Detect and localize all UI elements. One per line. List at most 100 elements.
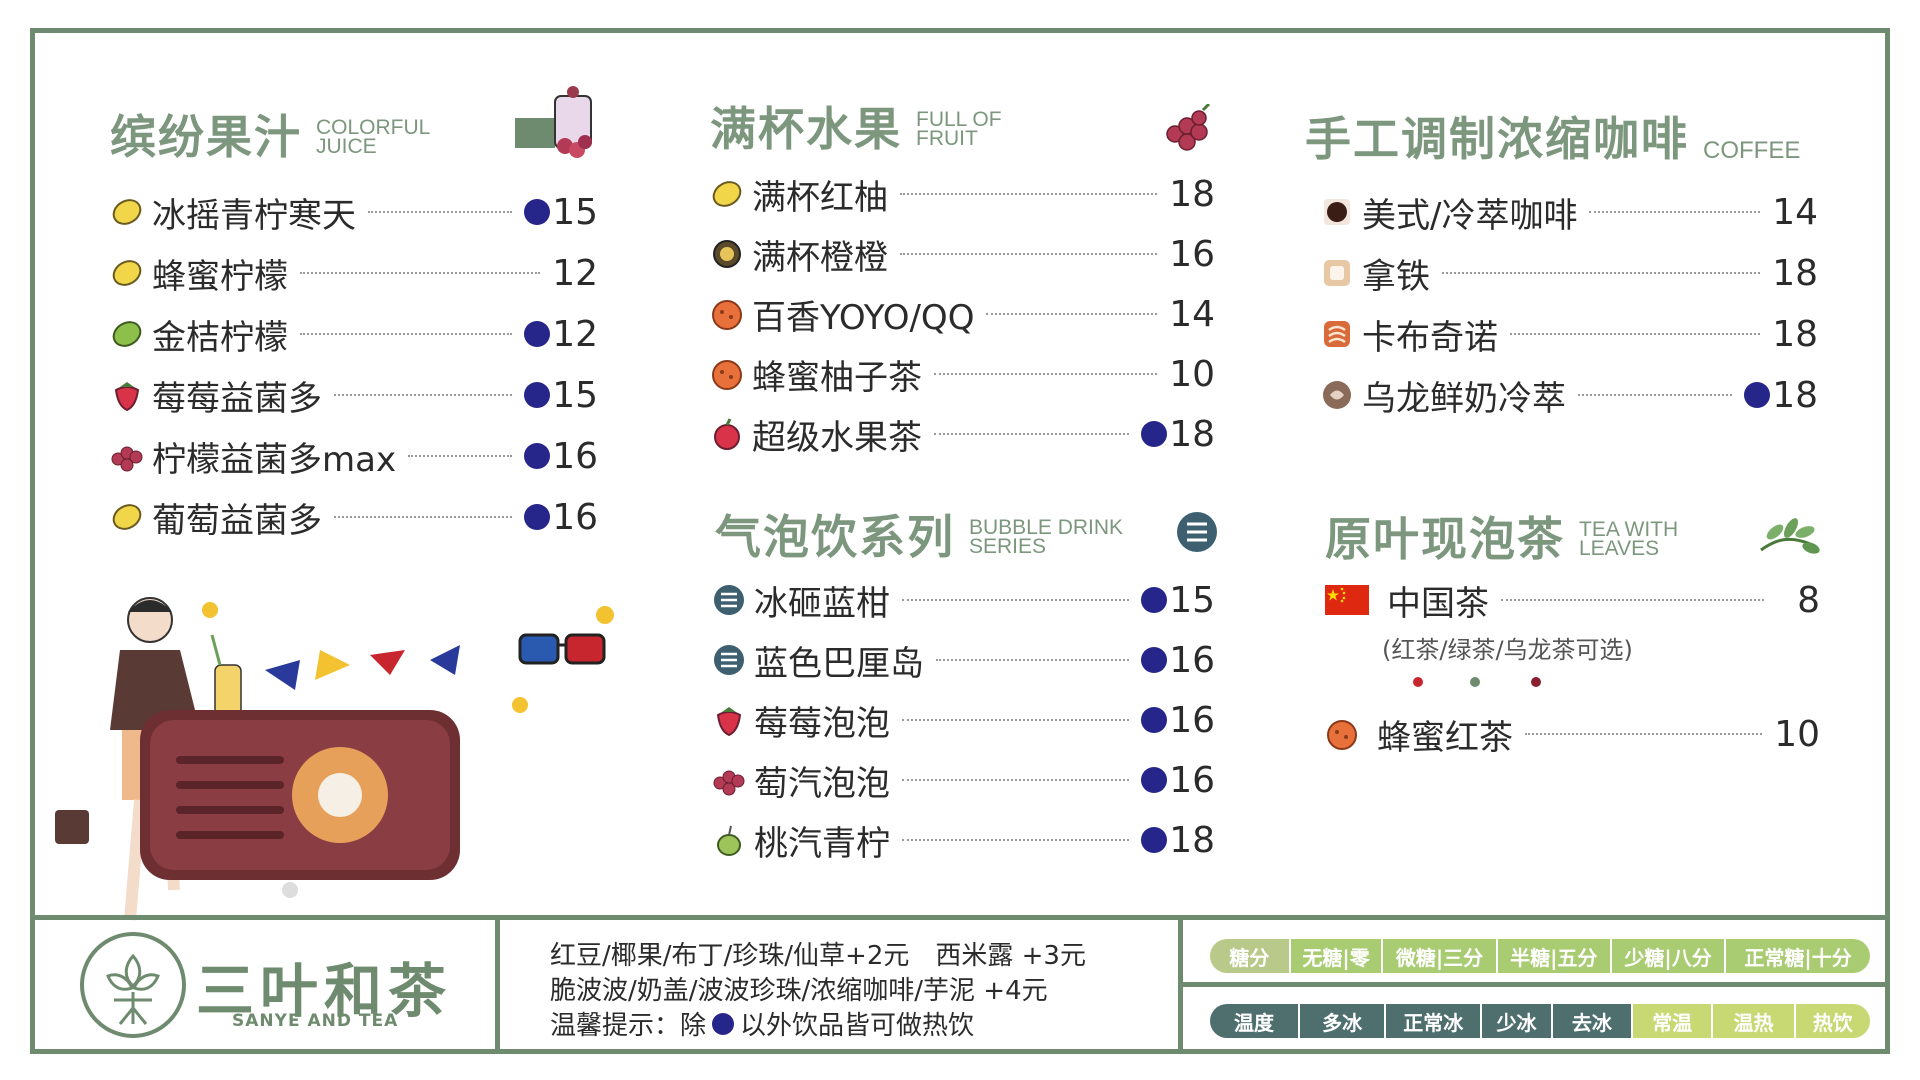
leader-dots — [936, 659, 1130, 661]
juice-cup-icon — [515, 86, 605, 168]
menu-item-name: 桃汽青柠 — [754, 823, 890, 864]
temperature-option: 少冰 — [1482, 1004, 1553, 1038]
menu-item-price: 16 — [1169, 639, 1215, 681]
section-title-en: COLORFUL JUICE — [316, 116, 431, 158]
option-dot-green — [1470, 677, 1480, 687]
option-dot-red — [1413, 677, 1423, 687]
cold-only-dot-icon — [524, 199, 551, 225]
leader-dots — [334, 516, 513, 518]
section-coffee: 手工调制浓缩咖啡 COFFEE — [1305, 92, 1800, 163]
menu-item-price: 8 — [1797, 579, 1820, 621]
leader-dots — [408, 455, 513, 457]
temperature-option: 去冰 — [1552, 1004, 1634, 1038]
menu-item-price: 16 — [552, 435, 598, 477]
section-title: 原叶现泡茶 — [1325, 512, 1565, 566]
menu-item-price: 10 — [1169, 353, 1215, 395]
cold-only-dot-icon — [1141, 647, 1168, 673]
addon-line-3: 温馨提示：除 以外饮品皆可做热饮 — [550, 1005, 974, 1042]
china-flag-icon — [1325, 585, 1369, 615]
sugar-option: 正常糖|十分 — [1726, 939, 1870, 973]
menu-item-name: 冰砸蓝柑 — [754, 583, 890, 624]
strawberry-icon — [110, 378, 144, 412]
leader-dots — [902, 839, 1130, 841]
temperature-option: 正常冰 — [1386, 1004, 1483, 1038]
menu-item: 蓝色巴厘岛 16 — [712, 638, 1215, 684]
menu-item-name: 满杯红柚 — [752, 177, 888, 218]
leader-dots — [934, 433, 1130, 435]
footer-divider — [1178, 915, 1183, 1054]
temperature-label: 温度 — [1210, 1004, 1301, 1038]
menu-item-name: 柠檬益菌多max — [152, 439, 397, 480]
menu-item: 超级水果茶 18 — [710, 412, 1215, 458]
brand-logo-icon — [80, 932, 186, 1038]
menu-item: 葡萄益菌多 16 — [110, 495, 598, 541]
menu-item-name: 卡布奇诺 — [1362, 317, 1498, 358]
section-title-en: BUBBLE DRINK SERIES — [969, 516, 1124, 558]
menu-item-name: 中国茶 — [1387, 583, 1489, 624]
coffee-icon — [1320, 195, 1354, 229]
sugar-label: 糖分 — [1210, 939, 1291, 973]
menu-item-name: 莓莓泡泡 — [754, 703, 890, 744]
latte-icon — [1320, 256, 1354, 290]
menu-item-name: 拿铁 — [1362, 256, 1430, 297]
menu-item-name: 超级水果茶 — [752, 417, 922, 458]
menu-item-price: 16 — [1169, 699, 1215, 741]
option-dot-dark-red — [1531, 677, 1541, 687]
menu-item-price: 15 — [552, 191, 598, 233]
menu-item-name: 萄汽泡泡 — [754, 763, 890, 804]
menu-item-price: 14 — [1772, 191, 1818, 233]
menu-item-price: 10 — [1774, 713, 1820, 755]
menu-item-price: 12 — [552, 252, 598, 294]
grape-icon — [1163, 102, 1213, 156]
addon-line-2: 脆波波/奶盖/波波珍珠/浓缩咖啡/芋泥 +4元 — [550, 976, 1048, 1006]
menu-item-name: 蓝色巴厘岛 — [754, 643, 924, 684]
section-tea-leaves: 原叶现泡茶 TEA WITH LEAVES — [1325, 492, 1678, 562]
bubble-icon — [712, 583, 746, 617]
section-title: 缤纷果汁 — [110, 110, 302, 164]
leader-dots — [902, 599, 1130, 601]
menu-item-name: 美式/冷萃咖啡 — [1362, 195, 1578, 236]
cold-only-dot-icon — [524, 504, 551, 530]
cold-only-dot-icon — [1141, 421, 1168, 447]
section-title: 满杯水果 — [710, 102, 902, 156]
menu-item-price: 15 — [552, 374, 598, 416]
cold-only-dot-icon — [524, 321, 551, 347]
cappuccino-icon — [1320, 317, 1354, 351]
leader-dots — [1510, 333, 1761, 335]
menu-item-name: 莓莓益菌多 — [152, 378, 322, 419]
menu-item-price: 18 — [1169, 173, 1215, 215]
menu-item-name: 乌龙鲜奶冷萃 — [1362, 378, 1566, 419]
cold-only-dot-icon — [1744, 382, 1771, 408]
leader-dots — [1589, 211, 1761, 213]
bubble-icon — [712, 643, 746, 677]
sugar-option: 微糖|三分 — [1383, 939, 1498, 973]
lemon-icon — [110, 256, 144, 290]
cold-only-dot-icon — [1141, 707, 1168, 733]
section-full-fruit: 满杯水果 FULL OF FRUIT — [710, 82, 1002, 152]
menu-item-price: 16 — [552, 496, 598, 538]
footer-bar — [30, 915, 1890, 1054]
tip-prefix: 温馨提示：除 — [550, 1011, 707, 1041]
leader-dots — [300, 272, 541, 274]
menu-item: 蜂蜜柠檬 12 — [110, 251, 598, 297]
footer-divider — [1183, 982, 1890, 987]
leader-dots — [1442, 272, 1761, 274]
menu-item: 中国茶 8 — [1325, 578, 1820, 624]
leader-dots — [368, 211, 513, 213]
cold-only-dot-icon — [712, 1012, 735, 1035]
leader-dots — [902, 779, 1130, 781]
menu-item-price: 18 — [1169, 413, 1215, 455]
lemon-icon — [110, 500, 144, 534]
menu-item-name: 葡萄益菌多 — [152, 500, 322, 541]
brand-name-cn: 三叶和茶 — [196, 957, 453, 1025]
sugar-option: 无糖|零 — [1290, 939, 1384, 973]
apple-icon — [710, 417, 744, 451]
menu-item-name: 蜂蜜柠檬 — [152, 256, 288, 297]
orange-icon — [710, 297, 744, 331]
